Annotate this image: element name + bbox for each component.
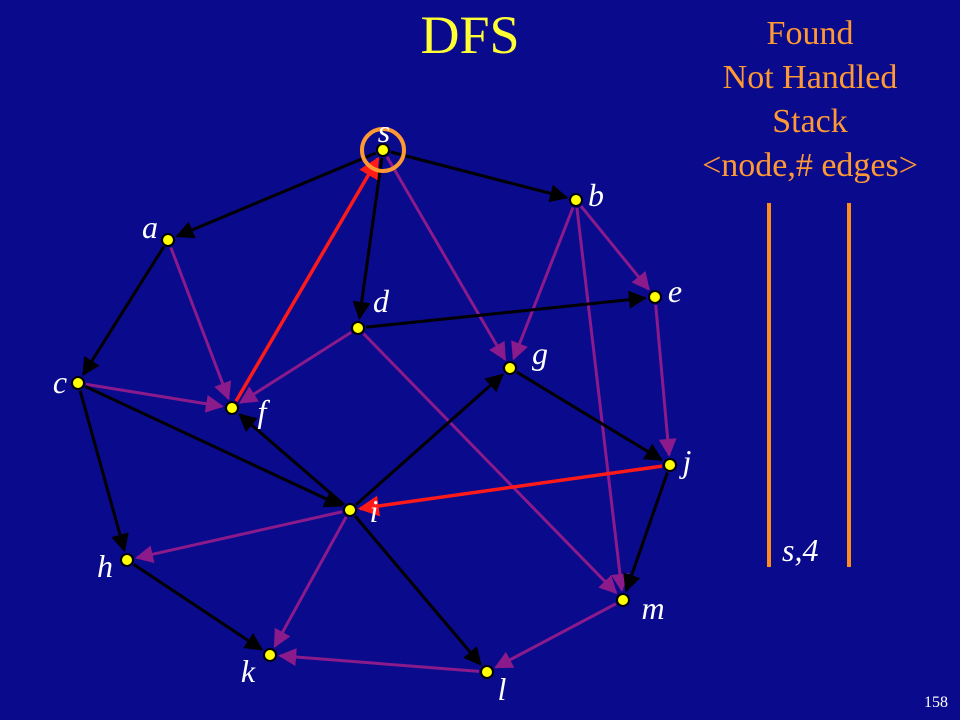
edge-i-l <box>354 515 482 666</box>
legend-node-edges: <node,# edges> <box>702 147 918 184</box>
edge-a-f <box>169 246 232 401</box>
page-number: 158 <box>924 694 948 711</box>
edge-b-m <box>575 207 629 592</box>
slide-title: DFS <box>420 5 520 65</box>
node-i <box>343 503 357 517</box>
edge-j-m <box>623 472 669 593</box>
edge-i-f <box>238 413 345 506</box>
edge-s-a <box>175 151 377 239</box>
edge-g-j <box>516 370 663 462</box>
stack-entry: s,4 <box>782 532 819 568</box>
node-label-b: b <box>588 177 604 213</box>
edge-s-g <box>385 156 507 361</box>
edge-c-h <box>78 390 129 553</box>
node-label-k: k <box>241 653 256 689</box>
node-label-a: a <box>142 209 158 245</box>
node-label-l: l <box>498 671 507 707</box>
node-label-g: g <box>532 335 548 371</box>
node-h <box>120 553 134 567</box>
edge-f-s <box>234 156 380 402</box>
edge-m-l <box>494 602 617 669</box>
node-a <box>161 233 175 247</box>
node-c <box>71 376 85 390</box>
node-b <box>569 193 583 207</box>
edge-c-i <box>84 385 343 508</box>
node-label-i: i <box>370 493 379 529</box>
current-node-ring <box>360 127 406 173</box>
legend-not-handled: Not Handled <box>722 59 898 96</box>
edge-a-c <box>82 245 166 377</box>
edge-c-f <box>85 382 224 413</box>
legend-stack: Stack <box>772 103 848 140</box>
node-label-c: c <box>53 364 67 400</box>
legend: Found Not Handled Stack <node,# edges> <box>680 12 940 188</box>
node-label-f: f <box>258 393 271 429</box>
edge-s-b <box>390 150 569 203</box>
node-d <box>351 321 365 335</box>
node-label-m: m <box>641 590 664 626</box>
edge-h-k <box>132 563 264 651</box>
edge-i-k <box>273 516 348 648</box>
edge-i-g <box>354 373 504 506</box>
edge-j-i <box>357 464 663 517</box>
edge-d-f <box>238 331 353 404</box>
edge-s-d <box>352 157 384 320</box>
node-f <box>225 401 239 415</box>
edge-l-k <box>278 648 480 673</box>
node-j <box>663 458 677 472</box>
nodes-layer <box>71 127 677 679</box>
node-s <box>376 143 390 157</box>
edge-e-j <box>654 304 677 457</box>
node-label-j: j <box>679 443 692 479</box>
edges-layer <box>78 150 677 673</box>
node-m <box>616 593 630 607</box>
node-label-s: s <box>378 113 390 149</box>
edge-d-e <box>365 290 647 329</box>
node-l <box>480 665 494 679</box>
edge-b-e <box>579 205 650 291</box>
edge-d-m <box>362 332 618 595</box>
node-label-e: e <box>668 273 682 309</box>
node-e <box>648 290 662 304</box>
edge-b-g <box>511 206 575 361</box>
node-k <box>263 648 277 662</box>
edge-i-h <box>135 510 343 564</box>
node-g <box>503 361 517 375</box>
legend-found: Found <box>766 15 854 52</box>
labels-layer: s a b c d e f g h i j k l m <box>53 113 692 707</box>
node-label-h: h <box>97 548 113 584</box>
node-label-d: d <box>373 283 390 319</box>
